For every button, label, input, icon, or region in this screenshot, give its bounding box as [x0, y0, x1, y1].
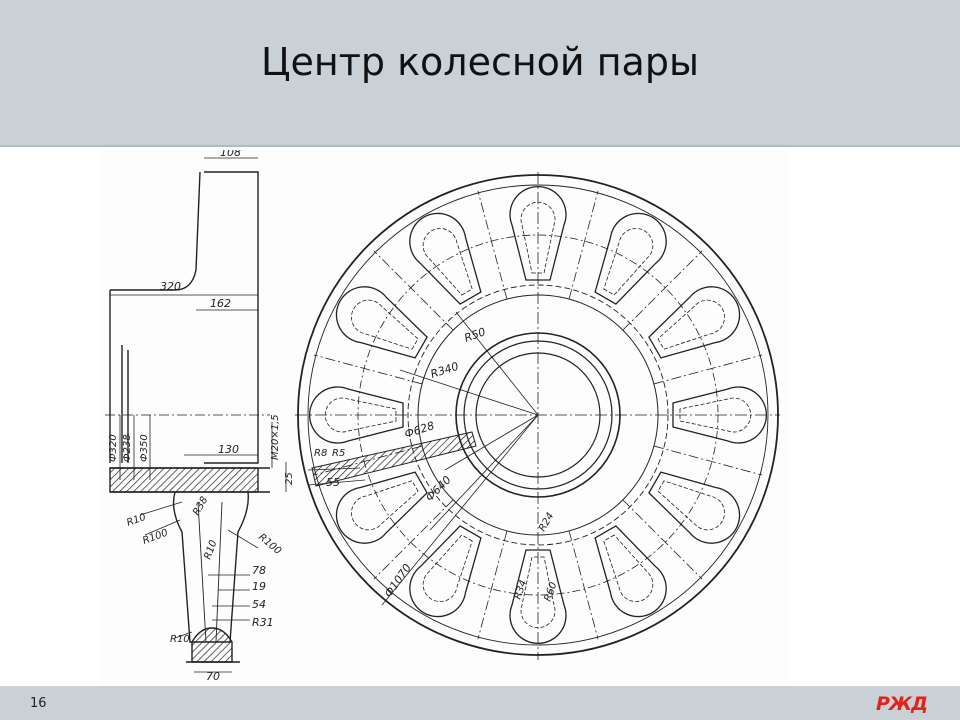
spoke-window — [409, 212, 482, 305]
spoke-window-inner — [657, 480, 725, 531]
dim-r5: R5 — [332, 448, 345, 459]
wheel-center-drawing-svg: 108 320 162 130 M20×1,5 25 Ф320 Ф238 Ф35… — [105, 146, 780, 683]
dim-r100-a: R100 — [141, 528, 169, 547]
spoke-rib-centerline — [313, 354, 423, 385]
spoke-rib-centerline — [568, 530, 599, 640]
spoke-rib-centerline — [373, 499, 454, 580]
spoke-window-inner — [351, 480, 419, 531]
dim-25: 25 — [284, 472, 295, 485]
spoke-rib-centerline — [313, 445, 423, 476]
spoke-rib-centerline — [653, 354, 763, 385]
slide-footer: 16 РЖД — [0, 686, 960, 720]
spoke-window-inner — [679, 397, 752, 433]
spoke-rib-centerline — [568, 190, 599, 300]
dim-phi320: Ф320 — [108, 434, 119, 462]
spoke-window-inner — [603, 534, 654, 602]
dim-r10-a: R10 — [125, 512, 147, 529]
dim-phi1070: Ф1070 — [382, 562, 414, 600]
dim-r31: R31 — [252, 616, 274, 629]
technical-drawing: 108 320 162 130 M20×1,5 25 Ф320 Ф238 Ф35… — [100, 146, 790, 685]
spoke-window-inner — [657, 299, 725, 350]
spoke-window — [648, 286, 741, 359]
dim-r100-b: R100 — [256, 532, 283, 557]
spoke-window — [672, 386, 767, 444]
spoke-rib-centerline — [653, 445, 763, 476]
slide-header: Центр колесной пары — [0, 0, 960, 147]
spoke-rib-centerline — [622, 499, 703, 580]
spoke-window — [594, 525, 667, 618]
dim-70: 70 — [206, 670, 220, 683]
spoke-window — [335, 471, 428, 544]
spoke-windows — [309, 186, 767, 644]
spoke-rib-centerline — [373, 250, 454, 331]
slide-title: Центр колесной пары — [261, 40, 699, 84]
front-view — [295, 172, 780, 660]
dim-19: 19 — [252, 580, 266, 593]
dim-78: 78 — [252, 564, 266, 577]
dim-r50: R50 — [463, 325, 488, 345]
dim-108: 108 — [220, 150, 241, 159]
spoke-window-inner — [422, 534, 473, 602]
dim-phi350: Ф350 — [139, 434, 150, 462]
spoke-window-inner — [520, 556, 556, 629]
spoke-rib-centerline — [622, 250, 703, 331]
spoke-window — [409, 525, 482, 618]
dim-320: 320 — [160, 280, 181, 293]
side-section-view — [105, 157, 287, 673]
page-number: 16 — [30, 696, 47, 711]
dim-phi640: Ф640 — [423, 473, 454, 504]
dim-r38: R38 — [191, 495, 210, 518]
dim-54: 54 — [252, 598, 266, 611]
dim-phi238: Ф238 — [122, 434, 133, 462]
dim-r340: R340 — [429, 360, 460, 381]
spoke-window — [594, 212, 667, 305]
spoke-window-inner — [422, 228, 473, 296]
dim-r10-b: R10 — [202, 539, 219, 561]
spoke-window — [509, 186, 567, 281]
dim-r10-c: R10 — [170, 634, 190, 645]
dim-r60: R60 — [542, 581, 559, 603]
dim-m20: M20×1,5 — [270, 414, 281, 460]
dim-55: 55 — [326, 476, 340, 489]
spoke-rib-centerline — [477, 530, 508, 640]
spoke-rib-centerline — [477, 190, 508, 300]
spoke-window-inner — [351, 299, 419, 350]
dim-r34: R34 — [512, 579, 529, 601]
rzd-logo: РЖД — [876, 693, 928, 715]
spoke-window — [335, 286, 428, 359]
spoke-window — [509, 549, 567, 644]
dim-r8: R8 — [314, 448, 327, 459]
dim-130: 130 — [218, 443, 239, 456]
spoke-window — [648, 471, 741, 544]
spoke-window-inner — [324, 397, 397, 433]
dim-r24: R24 — [537, 511, 556, 534]
spoke-window-inner — [603, 228, 654, 296]
dim-162: 162 — [210, 297, 231, 310]
spoke-window — [309, 386, 404, 444]
spoke-window-inner — [520, 201, 556, 274]
